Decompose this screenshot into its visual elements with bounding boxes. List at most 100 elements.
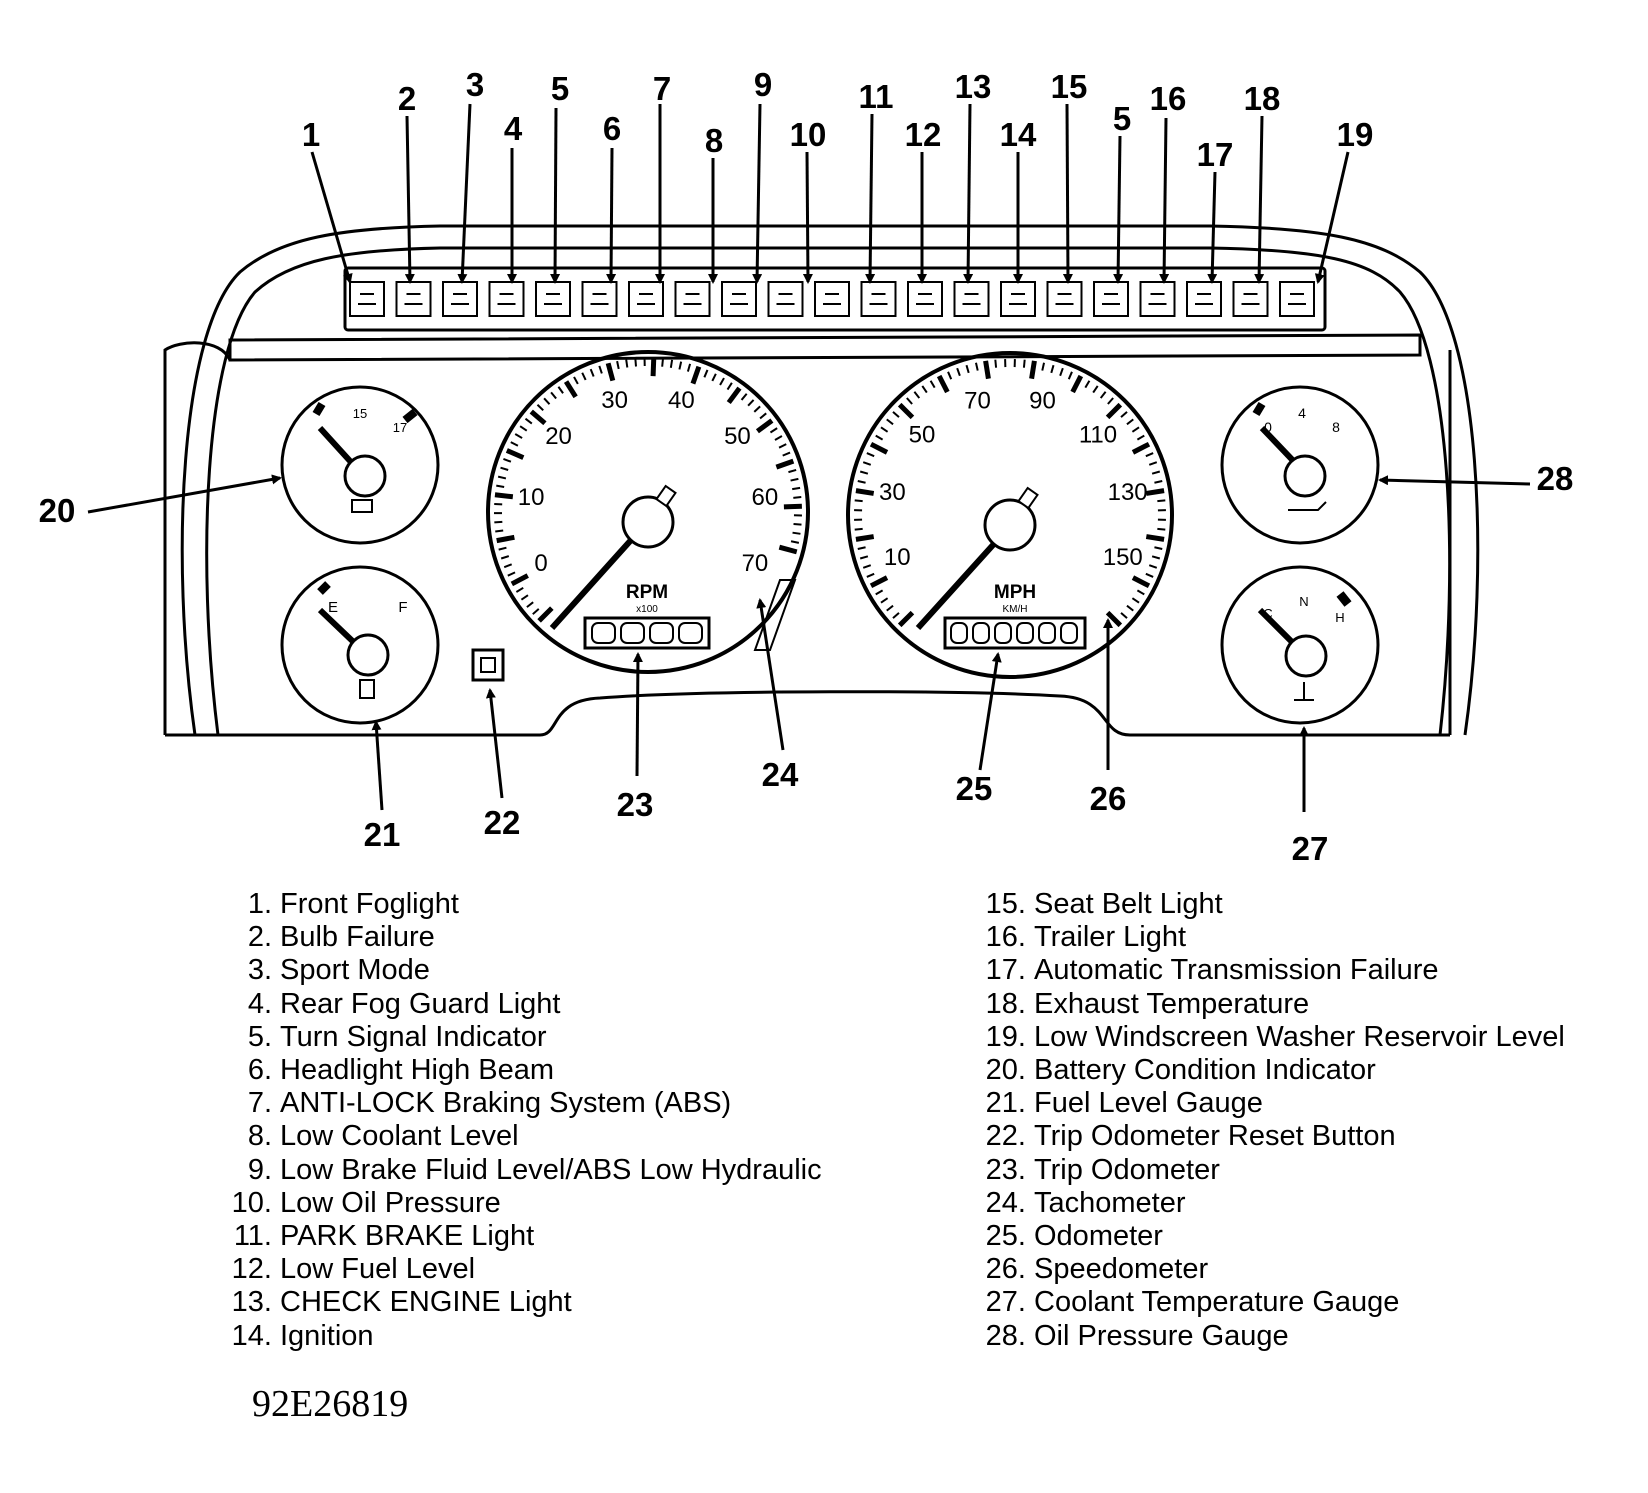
legend-number: 20. (985, 1054, 1026, 1087)
legend-item: 22.Trip Odometer Reset Button (968, 1120, 1565, 1153)
legend-item: 12.Low Fuel Level (214, 1253, 822, 1286)
odometer-digit (972, 622, 990, 644)
dial-tick (650, 358, 657, 377)
dial-tick (1136, 589, 1145, 596)
legend-text: Oil Pressure Gauge (1034, 1319, 1289, 1352)
callout-number: 2 (398, 80, 416, 117)
dial-tick (862, 564, 872, 569)
dial-tick (774, 435, 783, 441)
dial-tick (965, 364, 970, 374)
dial-tick (543, 397, 551, 405)
legend-item: 15.Seat Belt Light (968, 888, 1565, 921)
legend-text: CHECK ENGINE Light (280, 1286, 572, 1319)
legend-number: 11. (233, 1220, 272, 1253)
dial-tick (792, 531, 801, 535)
callout-number: 17 (1197, 136, 1234, 173)
dial-tick (1145, 452, 1154, 458)
legend-text: PARK BRAKE Light (280, 1220, 535, 1253)
callout-number: 26 (1090, 780, 1127, 817)
dial-tick (880, 426, 889, 433)
odometer-digit (591, 622, 616, 644)
legend-text: Trip Odometer Reset Button (1034, 1120, 1396, 1153)
legend-number: 28. (985, 1319, 1026, 1352)
dial-tick (661, 358, 664, 367)
dial-tick (747, 399, 755, 407)
legend-item: 4.Rear Fog Guard Light (214, 988, 822, 1021)
warning-light-icon (860, 281, 897, 317)
dial-tick (1050, 364, 1055, 374)
dial-tick (936, 374, 950, 394)
dial-tick (792, 486, 801, 491)
dial-tick (855, 488, 875, 496)
callout-number: 20 (39, 492, 76, 529)
dial-tick (495, 529, 504, 533)
legend-number: 9. (247, 1153, 272, 1186)
legend-text: Low Oil Pressure (280, 1186, 501, 1219)
dial-tick (519, 425, 528, 432)
dial-tick (892, 411, 900, 418)
legend-number: 24. (985, 1186, 1026, 1219)
callout-number: 21 (364, 816, 401, 853)
dial-tick (886, 604, 894, 612)
speedometer-ticks (854, 359, 1166, 628)
dial-tick (778, 544, 798, 555)
legend-item: 2.Bulb Failure (214, 921, 822, 954)
dial-tick (906, 397, 913, 405)
callout-leader-line (310, 151, 353, 284)
legend-number: 22. (985, 1120, 1026, 1153)
callout-number: 4 (504, 110, 523, 147)
legend-number: 1. (247, 888, 272, 920)
legend-item: 1.Front Foglight (214, 888, 822, 921)
dial-tick (892, 612, 900, 619)
odometer-digit (1016, 622, 1034, 644)
odometer-digit (1060, 622, 1078, 644)
dial-tick (515, 586, 524, 593)
dial-tick (897, 402, 915, 420)
dial-tick (769, 427, 778, 434)
dial-scale-label: 10 (518, 484, 545, 511)
oil-gauge-tick-0: 0 (1264, 419, 1272, 435)
callout-leader-line (978, 652, 1002, 771)
dial-tick (974, 362, 979, 371)
dial-tick (983, 360, 991, 380)
dial-tick (897, 610, 915, 628)
callout-number: 6 (603, 110, 621, 147)
warning-light-icon (628, 281, 664, 317)
dial-tick (503, 458, 512, 463)
tachometer-needle (549, 527, 643, 631)
dial-tick (1151, 555, 1161, 560)
dial-tick (726, 382, 733, 391)
dial-tick (537, 606, 554, 623)
legend-text: Seat Belt Light (1034, 888, 1223, 920)
dial-tick (634, 358, 637, 367)
legend-text: ANTI-LOCK Braking System (ABS) (280, 1087, 732, 1120)
dial-scale-label: 30 (601, 387, 628, 414)
callout-lines (87, 103, 1531, 812)
legend-number: 5. (247, 1020, 272, 1053)
trip-reset-button[interactable] (471, 648, 505, 682)
legend-right-column: 15.Seat Belt Light 16.Trailer Light 17.A… (968, 888, 1565, 1353)
dial-tick (498, 546, 507, 551)
callout-leader-line (752, 103, 763, 284)
dial-tick (793, 496, 802, 499)
dial-scale-label: 90 (1029, 387, 1056, 414)
dial-scale-label: 70 (964, 387, 991, 414)
legend-item: 11.PARK BRAKE Light (214, 1220, 822, 1253)
dial-tick (503, 563, 513, 569)
legend-item: 25.Odometer (968, 1220, 1565, 1253)
dial-tick (505, 448, 525, 460)
callout-number: 22 (484, 804, 521, 841)
dial-tick (1099, 391, 1107, 399)
dial-tick (866, 572, 875, 578)
legend-text: Low Brake Fluid Level/ABS Low Hydraulic (280, 1153, 822, 1186)
dial-tick (790, 540, 800, 544)
battery-icon (351, 499, 373, 513)
legend-item: 9.Low Brake Fluid Level/ABS Low Hydrauli… (214, 1154, 822, 1187)
legend-number: 26. (985, 1253, 1026, 1286)
dial-tick (994, 359, 998, 368)
dial-tick (1145, 572, 1154, 578)
dial-tick (496, 484, 505, 488)
